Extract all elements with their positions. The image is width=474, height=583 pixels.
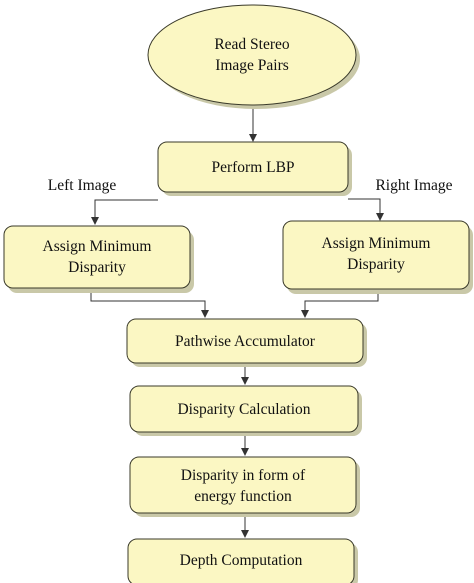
depth-computation-label: Depth Computation — [180, 552, 303, 569]
pathwise-accumulator-node: Pathwise Accumulator — [126, 318, 367, 367]
depth-computation-node: Depth Computation — [127, 538, 358, 583]
svg-text:Assign Minimum: Assign Minimum — [322, 235, 431, 252]
read-stereo-line-1: Read Stereo — [214, 36, 290, 53]
read-stereo-line-2: Image Pairs — [215, 57, 289, 74]
energy-function-node: Disparity in form of energy function — [129, 456, 360, 517]
energy-function-line-2: energy function — [194, 488, 292, 505]
svg-text:energy function: energy function — [194, 488, 292, 505]
assign-left-line-2: Disparity — [68, 259, 126, 276]
assign-min-disparity-left-node: Assign Minimum Disparity — [3, 225, 194, 293]
disparity-calculation-node: Disparity Calculation — [129, 385, 362, 436]
connectors — [90, 106, 384, 538]
left-image-label: Left Image — [48, 177, 117, 194]
svg-text:Image Pairs: Image Pairs — [215, 57, 289, 74]
svg-text:Read Stereo: Read Stereo — [214, 36, 290, 53]
svg-text:Assign Minimum: Assign Minimum — [43, 238, 152, 255]
pathwise-accumulator-label: Pathwise Accumulator — [175, 333, 316, 350]
assign-left-line-1: Assign Minimum — [43, 238, 152, 255]
svg-text:Disparity: Disparity — [347, 256, 405, 273]
energy-function-line-1: Disparity in form of — [181, 467, 306, 484]
svg-text:Disparity in form of: Disparity in form of — [181, 467, 306, 484]
disparity-calculation-label: Disparity Calculation — [177, 401, 310, 418]
svg-text:Disparity: Disparity — [68, 259, 126, 276]
perform-lbp-label: Perform LBP — [211, 159, 294, 176]
assign-right-line-1: Assign Minimum — [322, 235, 431, 252]
right-image-label: Right Image — [375, 177, 452, 194]
perform-lbp-node: Perform LBP — [157, 141, 352, 196]
assign-min-disparity-right-node: Assign Minimum Disparity — [282, 220, 473, 294]
read-stereo-node: Read Stereo Image Pairs — [147, 4, 360, 109]
assign-right-line-2: Disparity — [347, 256, 405, 273]
